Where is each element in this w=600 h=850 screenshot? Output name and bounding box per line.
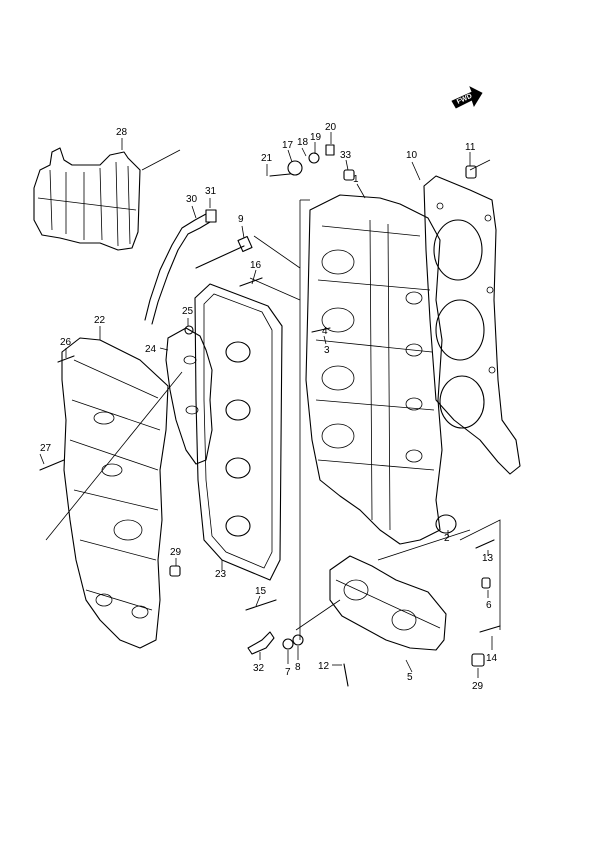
dowel-6-part	[481, 577, 491, 589]
bolt-14-part	[479, 625, 501, 633]
dowel-33-part	[343, 169, 355, 181]
callout-9: 9	[238, 214, 244, 225]
bolt-13-part	[475, 539, 495, 549]
callout-8: 8	[295, 662, 301, 673]
callout-32: 32	[253, 663, 265, 674]
bolt-15-part	[245, 599, 277, 611]
valve-cover-gasket-part	[194, 283, 283, 581]
bolt-12-part	[343, 663, 349, 687]
callout-17: 17	[282, 140, 294, 151]
callout-6: 6	[486, 600, 492, 611]
bolt-21-part	[269, 173, 291, 177]
dowel-pin-part	[465, 165, 477, 179]
plug-29b-part	[471, 653, 485, 667]
breather-hose-part	[144, 213, 211, 325]
callout-31: 31	[205, 186, 217, 197]
callout-19: 19	[310, 132, 322, 143]
callout-18: 18	[297, 137, 309, 148]
bolt-27-part	[39, 459, 65, 471]
washer-8-part	[292, 634, 304, 646]
hose-clamp-part	[205, 209, 217, 223]
temp-sensor-32-part	[247, 631, 275, 655]
callout-12: 12	[318, 661, 330, 672]
callout-24: 24	[145, 344, 157, 355]
bolt-3-part	[311, 327, 331, 333]
callout-10: 10	[406, 150, 418, 161]
callout-labels: 28 31 30 9 21 17 18 19 20 33 1 10 11 16 …	[40, 122, 498, 692]
callout-28: 28	[116, 127, 128, 138]
seal-19-part	[308, 152, 320, 164]
reference-lines	[45, 149, 501, 640]
callout-27: 27	[40, 443, 52, 454]
bolt-26-part	[57, 355, 75, 363]
callout-23: 23	[215, 569, 227, 580]
head-gasket-part	[423, 175, 521, 475]
bolt-16-part	[239, 277, 263, 287]
callout-29b: 29	[472, 681, 484, 692]
heat-shield-part	[33, 147, 141, 251]
callout-25: 25	[182, 306, 194, 317]
callout-33: 33	[340, 150, 352, 161]
callout-4: 4	[322, 326, 328, 337]
washer-7-part	[282, 638, 294, 650]
callout-3: 3	[324, 345, 330, 356]
plug-29-part	[169, 565, 181, 577]
callout-22: 22	[94, 315, 106, 326]
plug-20-part	[325, 144, 335, 156]
callout-29: 29	[170, 547, 182, 558]
callout-15: 15	[255, 586, 267, 597]
callout-14: 14	[486, 653, 498, 664]
callout-26: 26	[60, 337, 72, 348]
callout-16: 16	[250, 260, 262, 271]
callout-1: 1	[353, 174, 359, 185]
callout-11: 11	[465, 142, 476, 153]
cylinder-head-cover-part	[61, 337, 169, 649]
thermostat-housing-part	[329, 555, 447, 651]
callout-30: 30	[186, 194, 198, 205]
bolt-9-part	[195, 235, 253, 269]
cylinder-head-part	[305, 194, 457, 545]
washer-17-part	[287, 160, 303, 176]
fwd-arrow-icon: FWD	[451, 86, 483, 109]
bolt-25-part	[184, 325, 194, 335]
callout-5: 5	[407, 672, 413, 683]
callout-21: 21	[261, 153, 273, 164]
callout-leaders	[39, 132, 493, 678]
callout-20: 20	[325, 122, 337, 133]
callout-13: 13	[482, 553, 494, 564]
callout-7: 7	[285, 667, 291, 678]
callout-2: 2	[444, 533, 450, 544]
